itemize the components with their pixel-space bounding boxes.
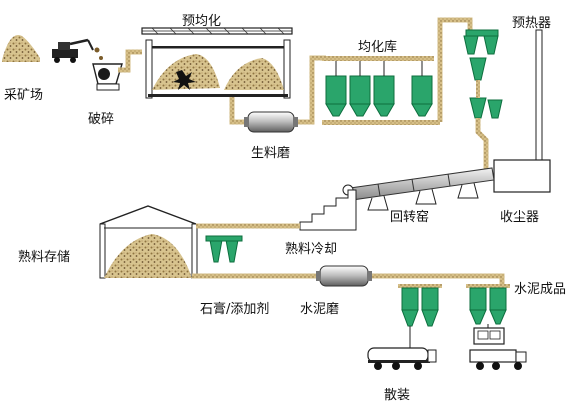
mill-icon (247, 111, 295, 133)
cement-mill (316, 265, 372, 287)
truck-icon (367, 326, 437, 370)
preheater-tower (463, 29, 503, 180)
label-rotary-kiln: 回转窑 (390, 210, 430, 225)
excavator-icon (52, 38, 94, 63)
silo-icon (373, 61, 395, 117)
conveyor-belt (118, 49, 142, 73)
prehomogenization-shed (141, 27, 293, 99)
silo-icon (349, 61, 371, 117)
label-raw-mill: 生料磨 (251, 146, 291, 161)
silo-icon (469, 287, 487, 325)
dust-collector (493, 29, 551, 193)
label-crusher: 破碎 (88, 112, 115, 127)
clinker-cooler (299, 189, 357, 231)
label-bulk: 散装 (384, 388, 411, 403)
quarry-area (2, 35, 103, 63)
mill-icon (319, 265, 369, 287)
label-homogenization-silo: 均化库 (358, 40, 398, 55)
label-preheater: 预热器 (512, 16, 552, 31)
label-quarry: 采矿场 (4, 88, 44, 103)
cement-product-silos (398, 284, 510, 327)
label-clinker-storage: 熟料存储 (18, 250, 71, 265)
conveyor-belt (372, 273, 505, 284)
label-dust-collector: 收尘器 (500, 210, 540, 225)
reclaimer-icon (173, 70, 196, 90)
label-gypsum-additive: 石膏/添加剂 (200, 302, 270, 317)
homogenization-silos (322, 56, 440, 125)
quarry-stockpile (2, 35, 40, 62)
label-prehomogenization: 预均化 (182, 14, 222, 29)
conveyor-belt (298, 55, 326, 125)
silo-icon (421, 287, 439, 327)
label-clinker-cooling: 熟料冷却 (285, 242, 338, 257)
silo-icon (401, 287, 419, 327)
clinker-pile (104, 234, 192, 278)
silo-icon (411, 61, 433, 117)
crusher-icon (98, 68, 110, 80)
raw-mill (244, 111, 298, 133)
falling-rock (94, 47, 100, 53)
falling-rock (99, 56, 103, 60)
gypsum-additive-silos (205, 235, 243, 263)
crusher (92, 63, 123, 91)
label-cement-product: 水泥成品 (514, 282, 567, 297)
clinker-storage-shed (99, 205, 250, 279)
kiln-icon (349, 167, 495, 201)
silo-icon (325, 61, 347, 117)
conveyor-belt (437, 17, 473, 122)
truck-icon (469, 324, 527, 370)
raw-material-pile (152, 54, 220, 90)
rotary-kiln (342, 167, 495, 211)
label-cement-mill: 水泥磨 (300, 302, 340, 317)
silo-icon (489, 287, 507, 325)
chimney-icon (535, 29, 543, 165)
raw-material-pile (224, 58, 284, 90)
